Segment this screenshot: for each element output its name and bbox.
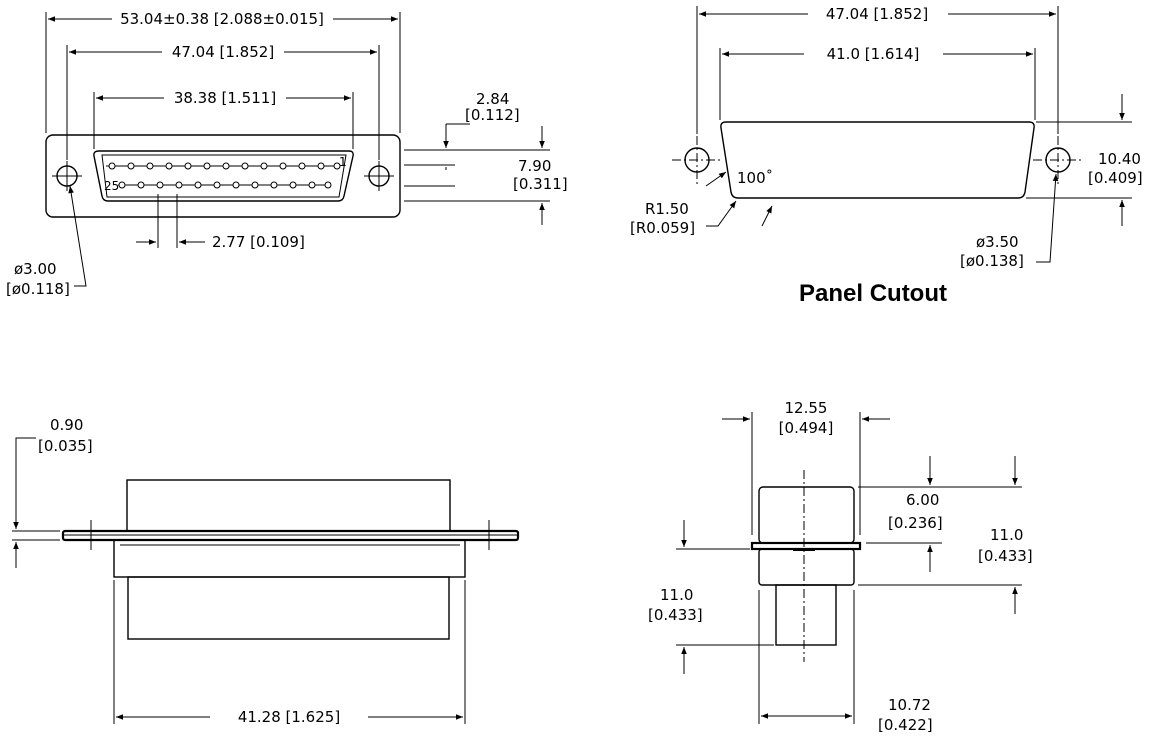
overall-width-dim: 53.04±0.38 [2.088±0.015] [120,10,324,28]
hole-dia-mm: ø3.00 [14,260,57,278]
left-height-mm: 11.0 [660,586,693,604]
pin-1-label: 1 [339,155,347,169]
left-height-in: [0.433] [648,606,703,624]
right-height-in: [0.433] [978,547,1033,565]
flange-height-in: [0.112] [465,106,520,124]
bottom-width-in: [0.422] [878,716,933,734]
side-top-shell [126,479,451,532]
panel-cutout-view: 47.04 [1.852] 41.0 [1.614] 10.40 [0.409]… [630,5,1143,307]
front-shell-inner [101,154,347,198]
cutout-angle: 100˚ [737,169,773,187]
hole-dia-in: [ø0.118] [6,280,70,298]
front-shell [93,150,354,202]
end-bottom-shell [775,584,837,646]
pin-25-label: 25 [104,179,119,193]
cutout-hole-dia-mm: ø3.50 [976,233,1019,251]
cutout-hole-spacing-dim: 47.04 [1.852] [826,5,928,23]
end-body [758,548,855,586]
cutout-width-dim: 41.0 [1.614] [827,45,920,63]
cutout-radius-mm: R1.50 [645,200,689,218]
cutout-shape [720,121,1035,199]
end-view: 12.55 [0.494] 6.00 [0.236] 11.0 [0.433] … [648,399,1033,734]
top-width-mm: 12.55 [785,399,828,417]
shell-height-mm: 7.90 [518,157,551,175]
cutout-radius-in: [R0.059] [630,219,695,237]
top-height-mm: 6.00 [906,491,939,509]
body-width-dim: 41.28 [1.625] [238,708,340,726]
top-width-in: [0.494] [779,419,834,437]
flange-thickness-in: [0.035] [38,437,93,455]
right-height-mm: 11.0 [990,526,1023,544]
cutout-hole-dia-in: [ø0.138] [960,252,1024,270]
front-view: 1 25 53.04±0.38 [2.088±0.015] 47.04 [1.8… [6,10,568,298]
flange-thickness-mm: 0.90 [50,416,83,434]
top-pin-row [108,162,341,170]
panel-cutout-title: Panel Cutout [799,280,947,307]
shell-height-in: [0.311] [513,175,568,193]
bottom-pin-row [118,181,332,189]
end-center-mark [793,548,815,551]
side-body [113,539,466,578]
side-view: 0.90 [0.035] 41.28 [1.625] [12,416,520,726]
flange-height-mm: 2.84 [476,90,509,108]
side-bottom-shell [127,576,450,640]
shell-width-dim: 38.38 [1.511] [174,89,276,107]
cutout-height-in: [0.409] [1088,169,1143,187]
top-height-in: [0.236] [888,514,943,532]
pin-pitch-dim: 2.77 [0.109] [212,233,305,251]
end-top-shell [758,486,855,544]
mount-spacing-dim: 47.04 [1.852] [172,43,274,61]
cutout-height-mm: 10.40 [1098,150,1141,168]
bottom-width-mm: 10.72 [888,696,931,714]
front-flange [45,134,401,218]
